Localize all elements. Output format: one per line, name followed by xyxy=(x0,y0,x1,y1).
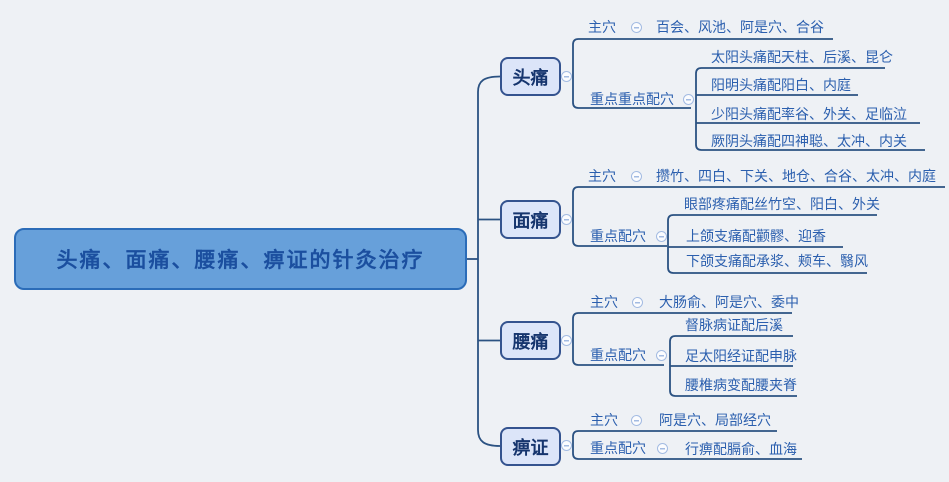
branch-node-facial-pain[interactable]: 面痛 xyxy=(500,200,561,239)
collapse-icon[interactable] xyxy=(632,297,643,308)
key-points-label[interactable]: 重点配穴 xyxy=(590,347,646,363)
key-points-label[interactable]: 重点配穴 xyxy=(590,440,646,456)
key-point-item[interactable]: 眼部疼痛配丝竹空、阳白、外关 xyxy=(684,196,880,212)
main-points-label[interactable]: 主穴 xyxy=(588,168,616,184)
collapse-icon[interactable] xyxy=(631,22,642,33)
main-points-content[interactable]: 大肠俞、阿是穴、委中 xyxy=(659,294,799,310)
collapse-icon[interactable] xyxy=(561,71,572,82)
branch-node-bi-syndrome[interactable]: 痹证 xyxy=(500,427,561,466)
collapse-icon[interactable] xyxy=(561,440,572,451)
root-node[interactable]: 头痛、面痛、腰痛、痹证的针灸治疗 xyxy=(14,228,467,290)
trunk-connector xyxy=(477,75,501,447)
branch-node-lumbago[interactable]: 腰痛 xyxy=(500,321,561,360)
key-point-item[interactable]: 腰椎病变配腰夹脊 xyxy=(685,377,797,393)
key-point-item[interactable]: 督脉病证配后溪 xyxy=(685,317,783,333)
key-points-label[interactable]: 重点重点配穴 xyxy=(590,91,674,107)
collapse-icon[interactable] xyxy=(561,335,572,346)
collapse-icon[interactable] xyxy=(656,231,667,242)
main-points-content[interactable]: 百会、风池、阿是穴、合谷 xyxy=(656,19,824,35)
key-point-item[interactable]: 阳明头痛配阳白、内庭 xyxy=(711,77,851,93)
branch-node-label: 面痛 xyxy=(512,210,549,231)
collapse-icon[interactable] xyxy=(656,350,667,361)
root-node-label: 头痛、面痛、腰痛、痹证的针灸治疗 xyxy=(56,249,425,272)
key-points-label[interactable]: 重点配穴 xyxy=(590,228,646,244)
main-points-label[interactable]: 主穴 xyxy=(588,19,616,35)
collapse-icon[interactable] xyxy=(657,443,668,454)
collapse-icon[interactable] xyxy=(631,415,642,426)
collapse-icon[interactable] xyxy=(561,214,572,225)
main-points-label[interactable]: 主穴 xyxy=(590,412,618,428)
key-point-item[interactable]: 厥阴头痛配四神聪、太冲、内关 xyxy=(711,133,907,149)
key-point-item[interactable]: 少阳头痛配率谷、外关、足临泣 xyxy=(711,106,907,122)
key-point-item[interactable]: 上颌支痛配颧髎、迎香 xyxy=(686,228,826,244)
collapse-icon[interactable] xyxy=(631,171,642,182)
main-points-label[interactable]: 主穴 xyxy=(590,294,618,310)
collapse-icon[interactable] xyxy=(683,94,694,105)
main-points-content[interactable]: 阿是穴、局部经穴 xyxy=(659,412,771,428)
branch-node-label: 头痛 xyxy=(512,67,549,88)
branch-node-label: 痹证 xyxy=(512,437,549,458)
key-point-item[interactable]: 太阳头痛配天柱、后溪、昆仑 xyxy=(711,49,893,65)
key-point-item[interactable]: 足太阳经证配申脉 xyxy=(685,348,797,364)
key-point-item[interactable]: 行痹配膈俞、血海 xyxy=(685,441,797,457)
branch-node-headache[interactable]: 头痛 xyxy=(500,57,561,96)
branch-node-label: 腰痛 xyxy=(512,331,549,352)
key-point-item[interactable]: 下颌支痛配承浆、颊车、翳风 xyxy=(686,253,868,269)
main-points-content[interactable]: 攒竹、四白、下关、地仓、合谷、太冲、内庭 xyxy=(656,168,936,184)
